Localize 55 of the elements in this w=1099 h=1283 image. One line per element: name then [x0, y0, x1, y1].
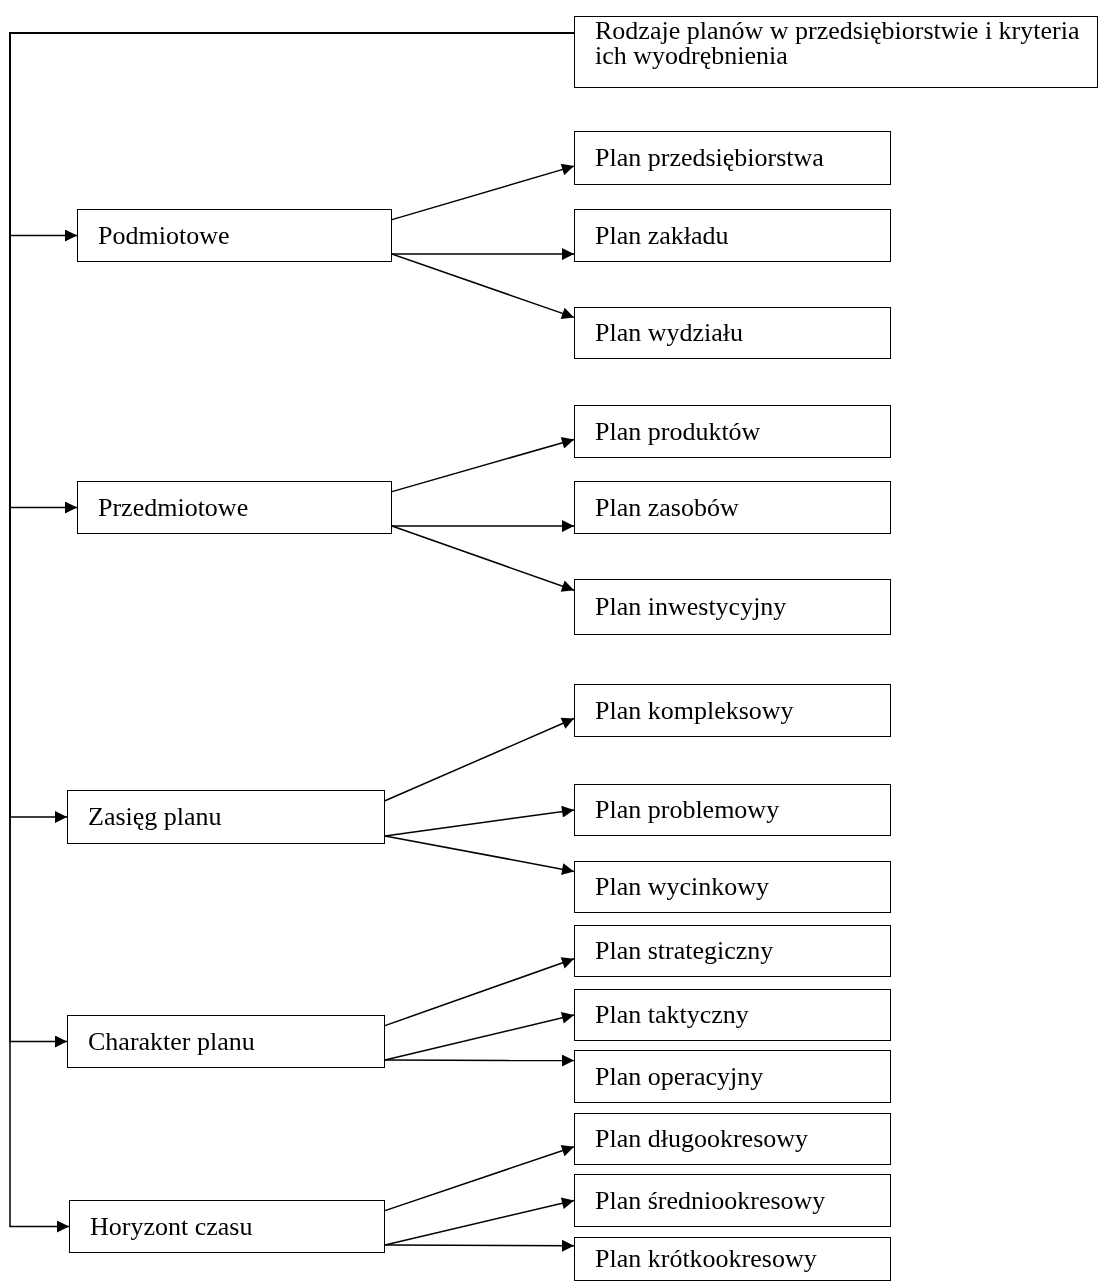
process-box — [574, 405, 891, 458]
process-box — [67, 1015, 385, 1068]
process-box — [67, 790, 385, 844]
box-label: Plan produktów — [595, 418, 761, 445]
arrow — [391, 437, 575, 493]
box-label: Plan zakładu — [595, 222, 729, 249]
process-box — [574, 925, 891, 977]
box-label: Horyzont czasu — [90, 1213, 253, 1240]
box-label: Charakter planu — [88, 1028, 255, 1055]
process-box — [574, 481, 891, 534]
box-label: Plan długookresowy — [595, 1126, 809, 1152]
arrow — [391, 525, 575, 592]
process-box — [77, 481, 392, 534]
box-label: Plan przedsiębiorstwa — [595, 145, 824, 171]
box-label: Plan średniookresowy — [595, 1187, 826, 1214]
process-box — [574, 861, 891, 913]
box-label: Plan krótkookresowy — [595, 1246, 817, 1272]
arrow — [391, 163, 575, 221]
process-box — [574, 579, 891, 635]
box-label: Podmiotowe — [98, 222, 230, 249]
process-box — [574, 684, 891, 737]
process-box — [574, 1174, 891, 1227]
process-box — [574, 16, 1098, 88]
process-box — [77, 209, 392, 262]
box-label: Plan strategiczny — [595, 938, 774, 964]
process-box — [69, 1200, 385, 1253]
box-label: Rodzaje planów w przedsiębiorstwie i kryteria ich wyodrębnienia — [595, 19, 1081, 69]
arrow — [384, 835, 575, 876]
arrow — [384, 1144, 575, 1212]
process-box — [574, 989, 891, 1041]
box-label: Plan wycinkowy — [595, 874, 770, 900]
box-label: Plan zasobów — [595, 494, 739, 521]
box-label: Przedmiotowe — [98, 494, 249, 521]
box-label: Zasięg planu — [88, 804, 222, 830]
process-box — [574, 1050, 891, 1103]
process-box — [574, 209, 891, 262]
box-label: Plan taktyczny — [595, 1002, 749, 1028]
process-box — [574, 784, 891, 836]
arrow — [391, 520, 575, 533]
box-label: Plan inwestycyjny — [595, 594, 787, 620]
arrow — [384, 717, 575, 802]
arrow — [384, 1054, 575, 1067]
box-label: Plan kompleksowy — [595, 697, 794, 724]
arrow — [384, 805, 575, 837]
process-box — [574, 1237, 891, 1281]
process-box — [574, 1113, 891, 1165]
process-box — [574, 131, 891, 185]
arrow — [384, 1239, 575, 1252]
box-label: Plan operacyjny — [595, 1063, 764, 1090]
box-label: Plan wydziału — [595, 320, 744, 346]
arrow — [391, 248, 575, 261]
arrow — [391, 253, 575, 320]
process-box — [574, 307, 891, 359]
box-label: Plan problemowy — [595, 797, 780, 823]
arrow — [384, 957, 575, 1027]
